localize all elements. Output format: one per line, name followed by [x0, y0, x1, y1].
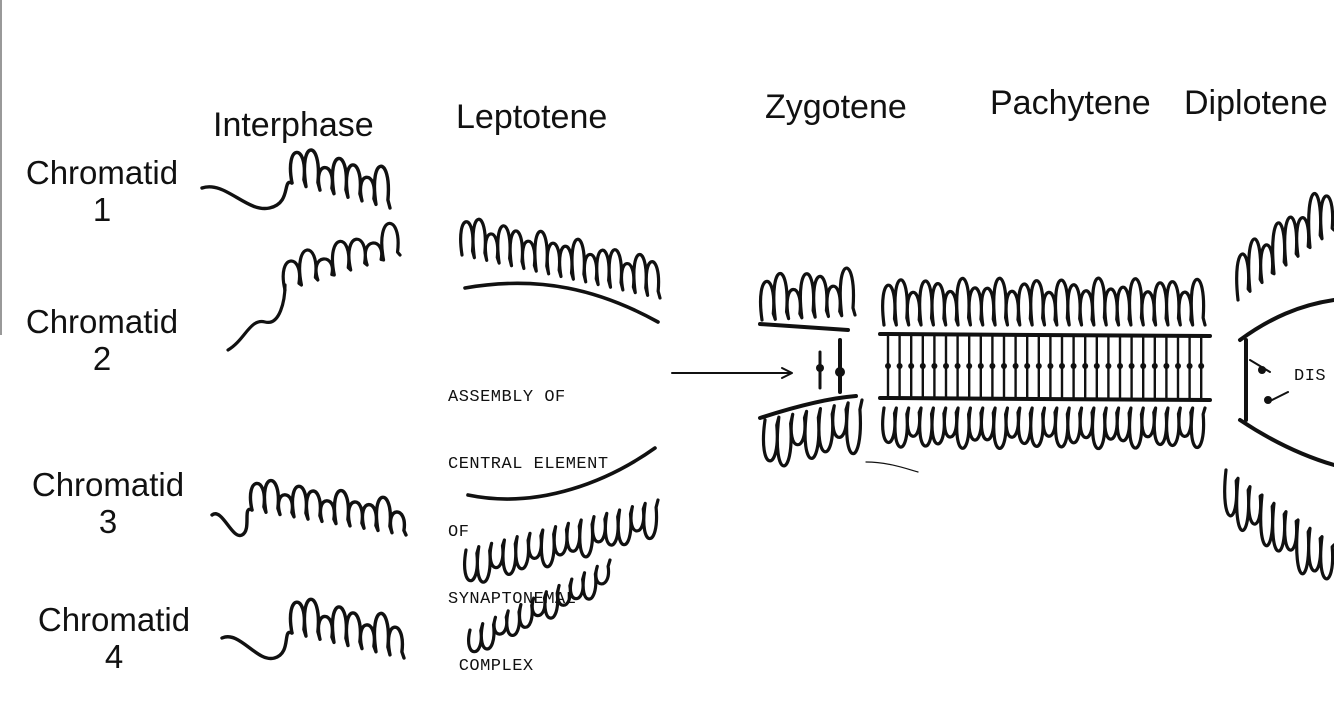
chromatin-stroke	[200, 180, 294, 211]
chromatid-name: Chromatid	[25, 303, 179, 340]
kinetochore-dot	[1070, 363, 1077, 369]
chromatid-label-1: Chromatid 1	[2, 154, 202, 229]
kinetochore-dot	[943, 363, 949, 369]
kinetochore-dot	[1047, 363, 1054, 369]
lateral-element	[878, 396, 1212, 402]
kinetochore-dot	[1151, 363, 1158, 369]
chromatin-stroke	[759, 266, 857, 322]
annotation-line: ASSEMBLY OF	[448, 387, 566, 407]
kinetochore-dot	[1105, 363, 1112, 369]
kinetochore-dot	[1186, 363, 1193, 369]
stage-label-interphase: Interphase	[213, 106, 374, 144]
chromatin-stroke	[761, 398, 864, 468]
central-element-annotation: ASSEMBLY OF CENTRAL ELEMENT OF SYNAPTONE…	[448, 342, 609, 701]
kinetochore-dot	[1024, 363, 1031, 369]
chromatid-number: 2	[92, 339, 112, 377]
kinetochore-dot	[1175, 363, 1181, 369]
stage-label-zygotene: Zygotene	[765, 88, 907, 126]
kinetochore-dot	[919, 363, 926, 369]
lateral-element	[1238, 298, 1334, 342]
chromatin-stroke	[463, 498, 660, 584]
diplotene-annotation: DIS	[1294, 367, 1327, 386]
chromatin-stroke	[467, 558, 612, 654]
faint-mark	[865, 461, 919, 473]
kinetochore-dot	[966, 363, 973, 369]
chromatid-name: Chromatid	[25, 154, 179, 191]
kinetochore-dot	[1012, 363, 1019, 369]
annotation-line: COMPLEX	[448, 657, 534, 677]
kinetochore-dot	[977, 363, 984, 369]
kinetochore-dot	[1001, 363, 1007, 369]
chromatid-number: 4	[104, 637, 124, 675]
annotation-line: OF	[448, 522, 470, 542]
axial-element	[463, 281, 660, 324]
stage-label-leptotene: Leptotene	[456, 98, 608, 136]
kinetochore-dot	[1035, 363, 1042, 369]
chromatin-stroke	[248, 479, 408, 537]
chromatin-stroke	[226, 283, 287, 352]
kinetochore-dot	[1258, 366, 1266, 374]
chromatin-stroke	[220, 630, 294, 661]
annotation-arrow	[1249, 359, 1271, 373]
kinetochore-dot	[1059, 363, 1065, 369]
kinetochore-dot	[1140, 363, 1147, 369]
kinetochore-dot	[816, 364, 824, 372]
chromatid-label-3: Chromatid 3	[8, 466, 208, 541]
lateral-element	[878, 332, 1212, 338]
stage-label-pachytene: Pachytene	[990, 84, 1151, 122]
kinetochore-dot	[896, 363, 903, 369]
scan-edge-line	[0, 0, 2, 335]
chromatin-stroke	[881, 276, 1207, 327]
chromatin-stroke	[1223, 468, 1334, 581]
stage-label-diplotene: Diplotene	[1184, 84, 1328, 122]
lateral-element	[758, 394, 858, 420]
kinetochore-dot	[1082, 363, 1089, 369]
kinetochore-dot	[1128, 363, 1135, 369]
arrow-head	[781, 367, 793, 379]
chromatid-number: 3	[98, 502, 118, 540]
chromatin-stroke	[1235, 191, 1334, 302]
chromatid-name: Chromatid	[37, 601, 191, 638]
kinetochore-dot	[989, 363, 996, 369]
chromatin-stroke	[288, 148, 392, 210]
chromatid-label-4: Chromatid 4	[14, 601, 214, 676]
kinetochore-dot	[885, 363, 891, 369]
chromatid-name: Chromatid	[31, 466, 185, 503]
axial-element	[466, 446, 657, 501]
kinetochore-dot	[1198, 363, 1205, 369]
kinetochore-dot	[908, 363, 915, 369]
chromatin-stroke	[459, 217, 662, 300]
kinetochore-dot	[835, 367, 845, 377]
chromatin-stroke	[210, 507, 254, 537]
chromatid-label-2: Chromatid 2	[2, 303, 202, 378]
annotation-line: CENTRAL ELEMENT	[448, 455, 609, 475]
chromatin-stroke	[881, 406, 1207, 451]
kinetochore-dot	[1163, 363, 1170, 369]
kinetochore-dot	[931, 363, 938, 369]
kinetochore-dot	[1264, 396, 1272, 404]
lateral-element	[758, 322, 850, 332]
chromatin-stroke	[281, 221, 402, 292]
kinetochore-dot	[954, 363, 961, 369]
lateral-element	[1238, 418, 1334, 467]
kinetochore-dot	[1093, 363, 1100, 369]
chromatid-number: 1	[92, 190, 112, 228]
annotation-line: SYNAPTONEMAL	[448, 589, 577, 609]
kinetochore-dot	[1117, 363, 1123, 369]
chromatin-stroke	[288, 597, 406, 660]
